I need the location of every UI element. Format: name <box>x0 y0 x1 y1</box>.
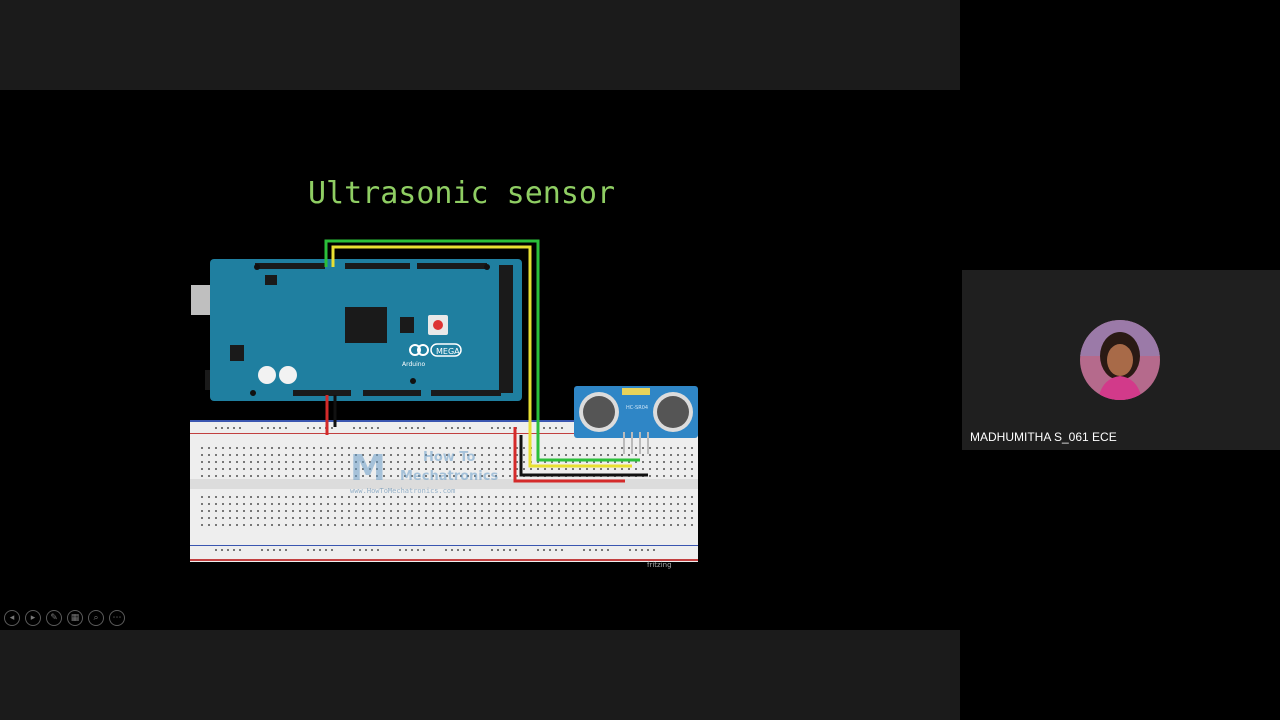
next-slide-button[interactable]: ▸ <box>25 610 41 626</box>
grid-icon: ▦ <box>70 612 80 623</box>
participant-avatar <box>1080 320 1160 400</box>
ultrasonic-sensor: HC-SR04 <box>574 386 698 454</box>
arduino-mega-board: MEGA Arduino <box>191 259 522 401</box>
slideshow-controls: ◂ ▸ ✎ ▦ ⌕ ⋯ <box>4 610 125 628</box>
arduino-ultrasonic-circuit: M How To Mechatronics www.HowToMechatron… <box>190 239 698 569</box>
breadboard <box>190 420 698 562</box>
previous-slide-button[interactable]: ◂ <box>4 610 20 626</box>
slide-title: Ultrasonic sensor <box>308 176 616 211</box>
ellipsis-icon: ⋯ <box>112 612 122 623</box>
participant-tile[interactable]: MADHUMITHA S_061 ECE <box>962 270 1280 450</box>
avatar-image <box>1080 320 1160 400</box>
zoom-button[interactable]: ⌕ <box>88 610 104 626</box>
board-brand: Arduino <box>402 361 426 368</box>
chevron-right-icon: ▸ <box>30 612 36 623</box>
board-label: MEGA <box>436 347 460 356</box>
magnifier-icon: ⌕ <box>93 612 99 623</box>
watermark-url: www.HowToMechatronics.com <box>350 487 455 495</box>
sensor-label: HC-SR04 <box>626 405 648 411</box>
watermark-line1: How To <box>423 450 475 465</box>
bottom-letterbox <box>0 630 960 720</box>
more-options-button[interactable]: ⋯ <box>109 610 125 626</box>
pen-tool-button[interactable]: ✎ <box>46 610 62 626</box>
jumper-wires <box>324 239 648 483</box>
watermark: M How To Mechatronics www.HowToMechatron… <box>350 448 498 495</box>
watermark-line2: Mechatronics <box>400 469 498 484</box>
pen-icon: ✎ <box>50 612 58 623</box>
participant-name: MADHUMITHA S_061 ECE <box>970 430 1117 444</box>
fritzing-credit: fritzing <box>647 561 672 569</box>
svg-text:M: M <box>350 448 386 489</box>
top-letterbox <box>0 0 960 90</box>
chevron-left-icon: ◂ <box>9 612 15 623</box>
see-all-slides-button[interactable]: ▦ <box>67 610 83 626</box>
